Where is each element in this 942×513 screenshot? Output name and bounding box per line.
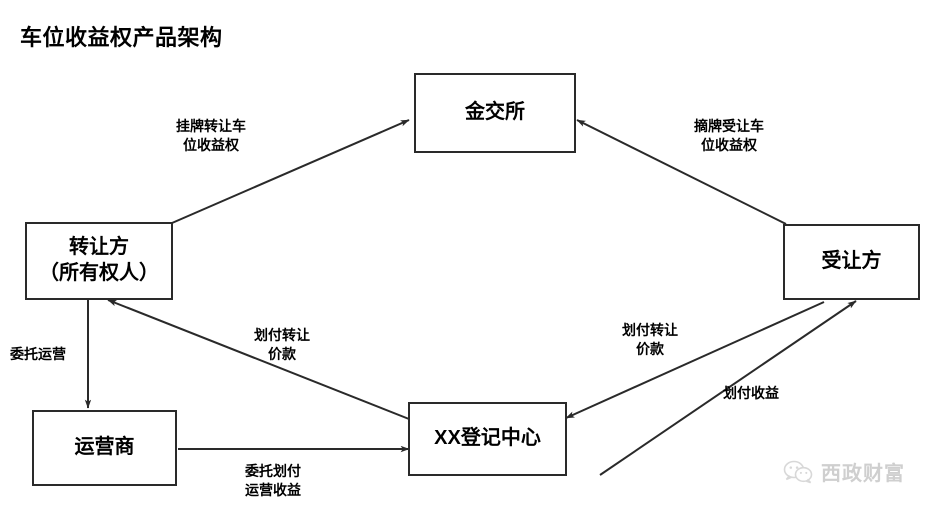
node-operator[interactable]: 运营商 (32, 410, 177, 486)
edge-label-listing: 挂牌转让车 位收益权 (176, 117, 246, 155)
node-transferor[interactable]: 转让方 （所有权人） (25, 222, 173, 300)
edge-line-pay-transfer-price-right (565, 301, 825, 419)
edge-line-delisting (576, 119, 787, 225)
node-transferee[interactable]: 受让方 (783, 224, 920, 300)
edge-label-pay-transfer-price-left: 划付转让 价款 (254, 326, 310, 364)
watermark-text: 西政财富 (821, 463, 905, 485)
edge-label-pay-income: 划付收益 (723, 384, 779, 403)
node-exchange-label: 金交所 (465, 101, 525, 124)
node-registry[interactable]: XX登记中心 (408, 402, 567, 476)
edge-label-pay-transfer-price-right: 划付转让 价款 (622, 321, 678, 359)
edge-label-listing-line1: 挂牌转让车 (176, 118, 246, 134)
edge-label-pay-income-line1: 划付收益 (723, 385, 779, 401)
edge-line-pay-income (599, 300, 857, 476)
node-registry-label: XX登记中心 (434, 427, 541, 450)
node-operator-label: 运营商 (74, 436, 135, 459)
node-transferor-sublabel: （所有权人） (39, 262, 159, 284)
node-transferor-label: 转让方 (69, 236, 129, 259)
edge-line-pay-transfer-price-left (107, 299, 410, 420)
edge-label-entrust-pay-operating-income-line2: 运营收益 (245, 481, 301, 498)
edge-label-pay-transfer-price-left-line1: 划付转让 (254, 327, 310, 343)
page-title: 车位收益权产品架构 (20, 25, 223, 50)
edge-label-entrust-operation: 委托运营 (10, 345, 66, 364)
edge-label-delisting-line2: 位收益权 (701, 136, 757, 153)
edge-line-listing (171, 119, 410, 224)
node-transferee-label: 受让方 (821, 250, 882, 273)
node-exchange[interactable]: 金交所 (414, 73, 576, 153)
edge-label-pay-transfer-price-right-line2: 价款 (636, 340, 664, 357)
wechat-icon (783, 460, 813, 484)
edge-label-pay-transfer-price-right-line1: 划付转让 (622, 322, 678, 338)
watermark: 西政财富 (783, 457, 905, 486)
edge-label-pay-transfer-price-left-line2: 价款 (268, 345, 296, 362)
edge-label-listing-line2: 位收益权 (183, 136, 239, 153)
edge-label-entrust-pay-operating-income: 委托划付 运营收益 (245, 462, 301, 500)
edge-label-delisting: 摘牌受让车 位收益权 (694, 117, 764, 155)
edge-label-entrust-operation-line1: 委托运营 (10, 346, 66, 362)
edge-label-entrust-pay-operating-income-line1: 委托划付 (245, 463, 301, 479)
edge-label-delisting-line1: 摘牌受让车 (694, 118, 764, 134)
